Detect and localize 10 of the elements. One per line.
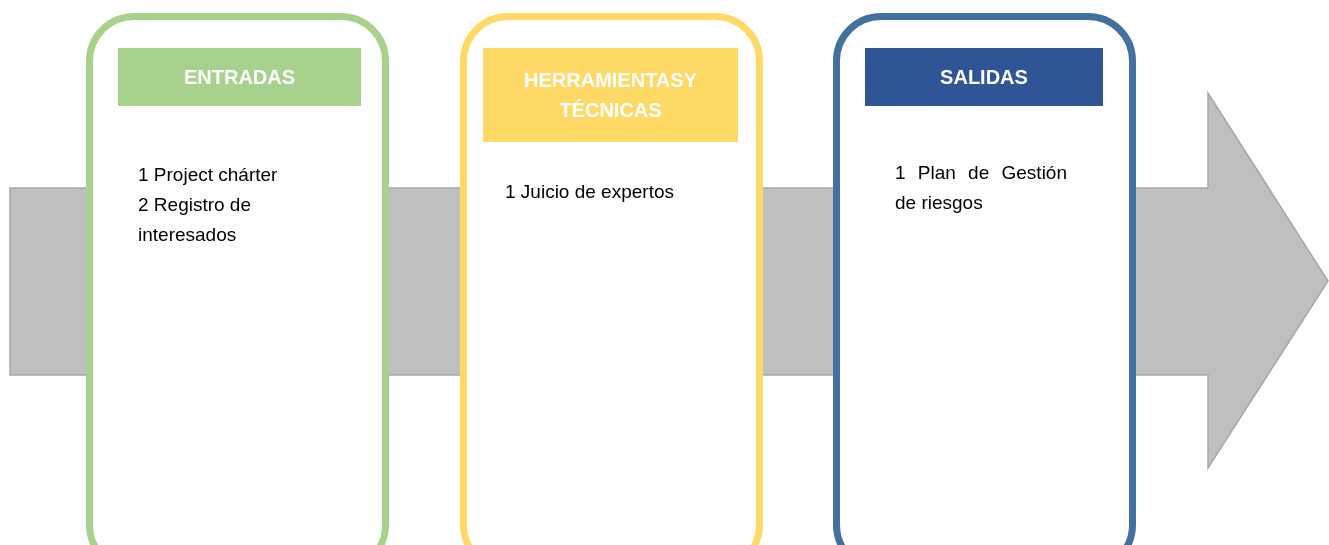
list-item: 1 Project chárter [138, 163, 279, 187]
list-item: 1 Juicio de expertos [505, 180, 675, 204]
list-item: 1 Plan de Gestión de riesgos [895, 161, 1067, 215]
rounded-card [86, 13, 389, 545]
list-item: 2 Registro de interesados [138, 193, 252, 247]
header-bar: ENTRADAS [118, 48, 361, 106]
header-bar: SALIDAS [865, 48, 1103, 106]
rounded-card [833, 13, 1136, 545]
header-bar: HERRAMIENTASY TÉCNICAS [483, 48, 738, 142]
rounded-card [460, 13, 763, 545]
